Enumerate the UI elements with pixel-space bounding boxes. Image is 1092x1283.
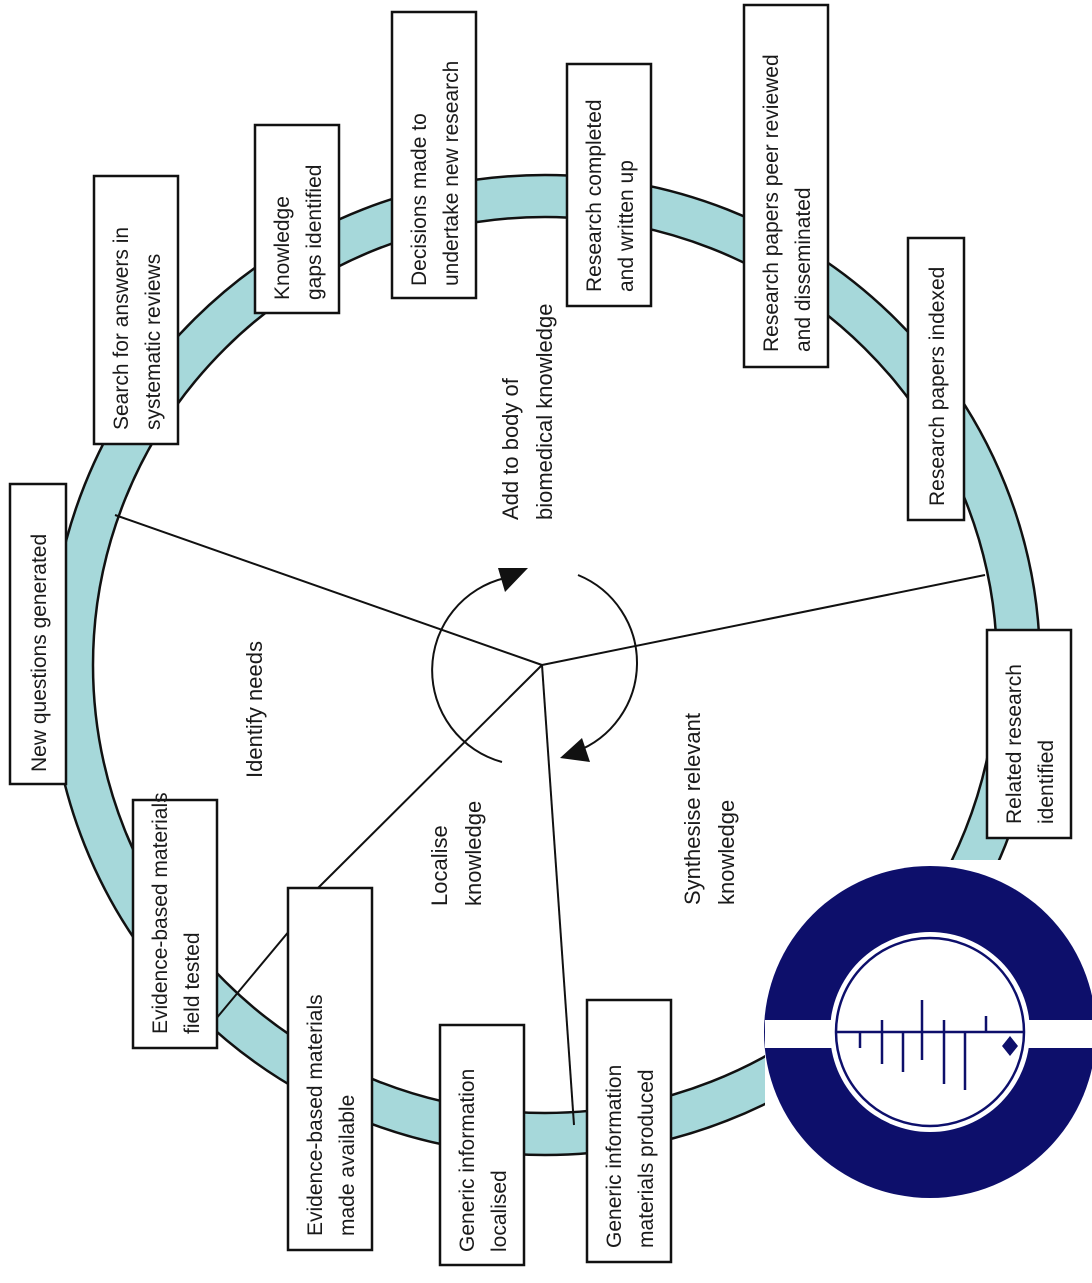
stage-generic-information-localised: Generic information localised (438, 1023, 526, 1267)
sector-label-identify-needs: Identify needs (242, 641, 267, 778)
svg-text:New questions generated: New questions generated (28, 534, 51, 772)
svg-text:gaps identified: gaps identified (303, 165, 326, 300)
svg-text:systematic reviews: systematic reviews (142, 254, 165, 430)
svg-text:materials produced: materials produced (635, 1069, 658, 1248)
stage-materials-made-available: Evidence-based materials made available (286, 886, 374, 1252)
stage-research-completed: Research completed and written up (565, 62, 653, 308)
stage-related-research: Related research identified (985, 628, 1073, 840)
sector-dividers (114, 514, 986, 1126)
svg-text:and disseminated: and disseminated (792, 187, 815, 352)
svg-text:Identify needs: Identify needs (242, 641, 267, 778)
svg-text:Search for answers in: Search for answers in (110, 227, 133, 430)
stage-knowledge-gaps: Knowledge gaps identified (253, 123, 341, 315)
svg-text:and written up: and written up (615, 160, 638, 292)
svg-text:Generic information: Generic information (456, 1069, 479, 1252)
sector-label-synthesise: Synthesise relevant knowledge (680, 713, 739, 905)
svg-text:Research papers indexed: Research papers indexed (926, 267, 949, 506)
svg-text:field tested: field tested (181, 932, 204, 1034)
logo-diamond-icon (1002, 1036, 1018, 1056)
stage-papers-indexed: Research papers indexed (906, 236, 966, 522)
logo-forest-plot-lines (858, 1000, 988, 1090)
stage-search-systematic-reviews: Search for answers in systematic reviews (92, 174, 180, 446)
svg-text:localised: localised (488, 1170, 511, 1252)
stage-decisions-new-research: Decisions made to undertake new research (390, 10, 478, 300)
stage-new-questions: New questions generated (8, 482, 68, 786)
svg-text:identified: identified (1035, 740, 1058, 824)
svg-text:made available: made available (336, 1095, 359, 1236)
svg-text:Generic information: Generic information (603, 1065, 626, 1248)
stage-peer-reviewed: Research papers peer reviewed and dissem… (742, 3, 830, 369)
svg-text:Knowledge: Knowledge (271, 196, 294, 300)
sector-label-add-knowledge: Add to body of biomedical knowledge (498, 304, 557, 520)
svg-text:Decisions made to: Decisions made to (408, 113, 431, 286)
sector-label-localise: Localise knowledge (427, 801, 486, 906)
svg-text:Evidence-based materials: Evidence-based materials (149, 792, 172, 1034)
stage-generic-materials-produced: Generic information materials produced (585, 998, 673, 1264)
svg-text:Add to body of: Add to body of (498, 377, 523, 520)
svg-text:Evidence-based materials: Evidence-based materials (304, 994, 327, 1236)
svg-text:knowledge: knowledge (714, 800, 739, 905)
svg-text:biomedical knowledge: biomedical knowledge (532, 304, 557, 520)
svg-text:Localise: Localise (427, 825, 452, 906)
logo-emblem (764, 866, 1092, 1198)
svg-text:Synthesise relevant: Synthesise relevant (680, 713, 705, 905)
svg-text:Related research: Related research (1003, 664, 1026, 824)
cycle-arrows (431, 568, 638, 763)
stage-materials-field-tested: Evidence-based materials field tested (131, 792, 219, 1050)
svg-text:Research completed: Research completed (583, 99, 606, 292)
svg-text:Research papers peer reviewed: Research papers peer reviewed (760, 54, 783, 352)
svg-text:undertake new research: undertake new research (440, 61, 463, 286)
svg-text:knowledge: knowledge (461, 801, 486, 906)
